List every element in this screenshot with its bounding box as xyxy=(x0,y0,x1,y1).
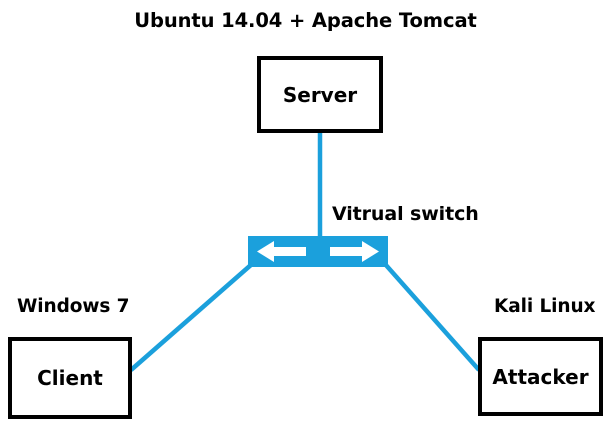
node-client[interactable]: Client xyxy=(8,337,132,419)
node-server-label: Server xyxy=(282,82,358,107)
arrow-left-icon xyxy=(257,241,306,262)
diagram-title: Ubuntu 14.04 + Apache Tomcat xyxy=(134,9,477,32)
link-switch-to-attacker xyxy=(383,262,481,372)
attacker-os-label: Kali Linux xyxy=(494,296,596,317)
link-switch-to-client xyxy=(129,262,254,372)
node-client-label: Client xyxy=(37,366,103,390)
virtual-switch[interactable] xyxy=(248,236,388,267)
node-attacker-label: Attacker xyxy=(492,364,589,389)
client-os-label: Windows 7 xyxy=(17,296,130,317)
switch-label: Vitrual switch xyxy=(332,203,479,225)
arrow-right-icon xyxy=(330,241,379,262)
node-server[interactable]: Server xyxy=(257,56,383,133)
node-attacker[interactable]: Attacker xyxy=(478,337,603,416)
